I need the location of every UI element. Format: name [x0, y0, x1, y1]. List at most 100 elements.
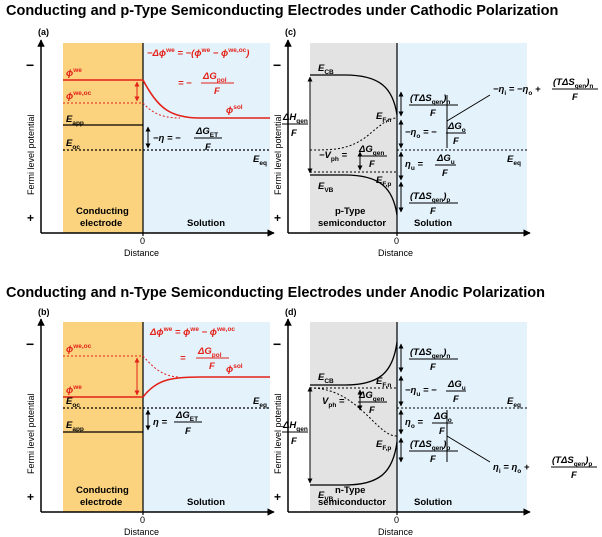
panel-b-phi-sol-curve: [142, 376, 270, 398]
svg-text:F: F: [214, 86, 220, 97]
panel-d-efp-label: EF,p: [376, 439, 391, 452]
panel-a-x-label: Distance: [124, 248, 159, 258]
svg-text:F: F: [439, 426, 445, 437]
panel-c-zero: 0: [394, 236, 399, 246]
panel-c-ts-p-fraction: (TΔSgen)p F: [409, 191, 458, 217]
svg-text:ηo =: ηo =: [405, 417, 423, 430]
panel-b-y-label: Fermi level potential: [26, 393, 36, 474]
svg-text:F: F: [571, 470, 577, 481]
section-title-top: Conducting and p-Type Semiconducting Ele…: [6, 3, 558, 19]
panel-d-cb-band: [310, 341, 398, 386]
panel-a-plus: +: [27, 211, 34, 225]
panel-d-ts-p-fraction: (TΔSgen)p F: [409, 439, 458, 465]
panel-d-y-label: Fermi level potential: [273, 393, 283, 474]
svg-text:ηu =: ηu =: [405, 159, 423, 172]
panel-d-semiconductor-label-1: n-Type: [335, 485, 365, 496]
panel-b-electrode-label-2: electrode: [80, 497, 122, 508]
panel-d-vph-expression: Vph = ΔGgen F: [322, 390, 387, 416]
svg-text:−ηu = −: −ηu = −: [405, 385, 437, 398]
panel-d: (d) − + Fermi level potential 0 Distance…: [273, 307, 597, 537]
panel-a-phi-sol-label: ϕsol: [226, 104, 243, 116]
panel-c-eta-i-expression: −ηi = −ηo + (TΔSgen)n F: [493, 77, 598, 103]
panel-a-e-eq-label: Eeq: [253, 154, 267, 167]
panel-a-zero: 0: [140, 236, 145, 246]
svg-text:(TΔSgen)n: (TΔSgen)n: [410, 93, 450, 106]
panel-c-efn-label: EF,n: [376, 111, 391, 124]
panel-d-semiconductor-region: [310, 322, 397, 512]
panel-c-solution-label: Solution: [414, 218, 452, 229]
panel-d-eta-i-bracket: [446, 410, 491, 463]
svg-text:ΔGET: ΔGET: [195, 126, 218, 139]
panel-a-electrode-region: [63, 43, 143, 233]
panel-c-label: (c): [285, 27, 296, 37]
panel-a-y-label: Fermi level potential: [26, 114, 36, 195]
svg-text:ΔGo: ΔGo: [433, 411, 452, 424]
svg-text:ΔGpol: ΔGpol: [197, 346, 222, 359]
panel-a: (a) − + Fermi level potential 0 Distance…: [26, 27, 275, 258]
panel-d-zero: 0: [394, 515, 399, 525]
panel-b-zero: 0: [140, 515, 145, 525]
svg-text:ΔGET: ΔGET: [175, 410, 198, 423]
panel-d-efn-label: EF,n: [376, 376, 391, 389]
panel-d-eta-u-expression: −ηu = − ΔGu F: [405, 379, 466, 405]
panel-b-electrode-region: [63, 322, 143, 512]
svg-text:F: F: [185, 426, 191, 437]
panel-b-e-eq-label: Eeq: [253, 396, 267, 409]
panel-a-eta-expression: −η = − ΔGET F: [153, 126, 222, 153]
svg-text:F: F: [430, 362, 436, 373]
panel-b-e-oc-label: Eoc: [66, 396, 80, 409]
svg-text:ΔGpol: ΔGpol: [202, 71, 227, 84]
panel-a-solution-label: Solution: [187, 218, 225, 229]
panel-c: (c) − + Fermi level potential 0 Distance…: [273, 27, 598, 258]
panel-b-delta-phi-label: Δϕwe = ϕwe − ϕwe,oc: [149, 326, 235, 338]
panel-b-gpol-fraction: = ΔGpol F: [180, 346, 229, 372]
svg-text:F: F: [430, 454, 436, 465]
svg-text:F: F: [453, 394, 459, 405]
panel-c-evb-label: EVB: [318, 181, 334, 194]
panel-c-x-label: Distance: [378, 248, 413, 258]
svg-text:−ηi = −ηo +: −ηi = −ηo +: [493, 84, 541, 97]
panel-c-ts-n-fraction: (TΔSgen)n F: [409, 93, 458, 119]
panel-d-plus: +: [274, 490, 281, 504]
svg-text:Vph =: Vph =: [322, 396, 345, 409]
panel-a-e-oc-label: Eoc: [66, 138, 80, 151]
svg-text:F: F: [430, 108, 436, 119]
panel-c-semiconductor-label-1: p-Type: [335, 206, 365, 217]
panel-c-semiconductor-label-2: semiconductor: [318, 218, 386, 229]
panel-b-phi-weoc-curve: [142, 355, 181, 378]
panel-a-delta-phi-label: −Δϕwe = −(ϕwe − ϕwe,oc): [147, 47, 249, 59]
svg-text:F: F: [291, 436, 297, 447]
svg-text:ΔGu: ΔGu: [447, 379, 466, 392]
panel-d-x-label: Distance: [378, 527, 413, 537]
svg-text:F: F: [572, 92, 578, 103]
panel-b-plus: +: [27, 490, 34, 504]
panel-a-phi-weoc-curve: [142, 102, 181, 119]
panel-a-e-app-label: Eapp: [66, 114, 84, 127]
panel-a-gpol-fraction: = − ΔGpol F: [178, 71, 234, 97]
svg-text:ΔHgen: ΔHgen: [282, 420, 308, 433]
svg-text:−Vph =: −Vph =: [319, 150, 347, 163]
panel-d-label: (d): [285, 307, 297, 317]
section-title-bottom: Conducting and n-Type Semiconducting Ele…: [6, 285, 545, 301]
panel-b-phi-we-label: ϕwe: [66, 384, 82, 396]
svg-text:(TΔSgen)p: (TΔSgen)p: [410, 439, 450, 452]
panel-d-eta-o-expression: ηo = ΔGo F: [405, 411, 453, 437]
panel-d-eta-i-expression: ηi = ηo + (TΔSgen)p F: [493, 455, 597, 481]
svg-text:ηi = ηo +: ηi = ηo +: [493, 462, 530, 475]
svg-text:(TΔSgen)n: (TΔSgen)n: [410, 347, 450, 360]
panel-b-phi-sol-label: ϕsol: [226, 363, 243, 375]
panel-b-x-label: Distance: [124, 527, 159, 537]
panel-c-eta-o-expression: −ηo = − ΔGo F: [405, 121, 466, 147]
panel-d-vb-band: [310, 441, 398, 486]
panel-c-solution-region: [397, 43, 527, 233]
svg-text:−ηo = −: −ηo = −: [405, 127, 437, 140]
panel-c-eta-i-bracket: [446, 94, 491, 148]
panel-c-dh-fraction: ΔHgen F: [282, 112, 308, 139]
panel-d-dh-fraction: ΔHgen F: [282, 420, 308, 447]
panel-c-efn-curve: [309, 117, 398, 151]
panel-b: (b) − + Fermi level potential 0 Distance…: [26, 307, 275, 537]
panel-b-solution-label: Solution: [187, 497, 225, 508]
svg-text:ΔGo: ΔGo: [447, 121, 466, 134]
panel-b-label: (b): [38, 307, 50, 317]
panel-c-efp-label: EF,p: [376, 175, 391, 188]
